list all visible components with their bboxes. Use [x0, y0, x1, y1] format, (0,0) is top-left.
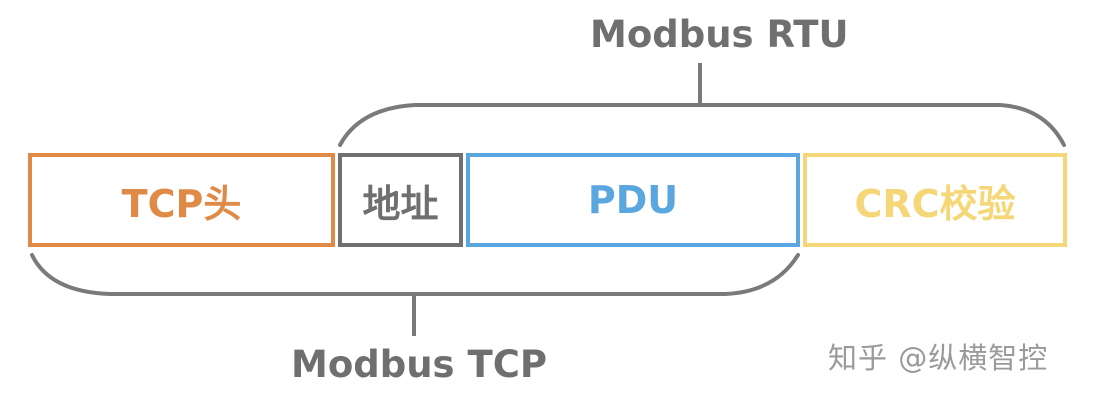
crc-label: CRC校验	[854, 181, 1016, 226]
pdu-label: PDU	[587, 178, 679, 222]
tcp-bracket	[30, 253, 800, 296]
modbus-tcp-label: Modbus TCP	[291, 343, 547, 386]
crc-segment: CRC校验	[803, 153, 1067, 247]
address-label: 地址	[362, 181, 439, 226]
tcp-header-segment: TCP头	[28, 153, 335, 247]
watermark: 知乎 @纵横智控	[828, 341, 1049, 375]
tcp-header-label: TCP头	[121, 181, 242, 226]
rtu-bracket	[338, 103, 1066, 147]
pdu-segment: PDU	[466, 153, 800, 247]
modbus-rtu-label: Modbus RTU	[590, 13, 849, 56]
address-segment: 地址	[338, 153, 463, 247]
